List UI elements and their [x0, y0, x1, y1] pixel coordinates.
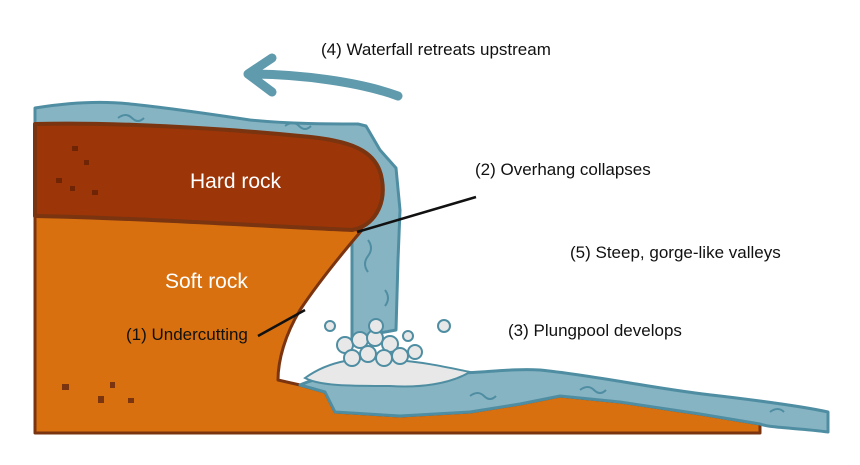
step2-overhang-label: (2) Overhang collapses [475, 160, 651, 179]
splash-foam [303, 318, 473, 388]
step5-gorge-label: (5) Steep, gorge-like valleys [570, 243, 781, 262]
soft-rock-pebbles [62, 382, 134, 403]
soft-rock-label: Soft rock [165, 270, 248, 293]
water-ripple [469, 386, 785, 413]
hard-rock-layer [33, 121, 385, 232]
step3-plungepool-label: (3) Plungpool develops [508, 321, 682, 340]
left-arrow-icon [243, 53, 403, 101]
water-ripple [117, 114, 389, 307]
step4-retreat-label: (4) Waterfall retreats upstream [321, 40, 551, 59]
overhang-pointer-line [356, 195, 477, 234]
undercutting-pointer-line [257, 308, 306, 338]
hard-rock-label: Hard rock [190, 170, 282, 193]
hard-rock-pebbles [56, 146, 98, 195]
step1-undercutting-label: (1) Undercutting [126, 325, 248, 344]
